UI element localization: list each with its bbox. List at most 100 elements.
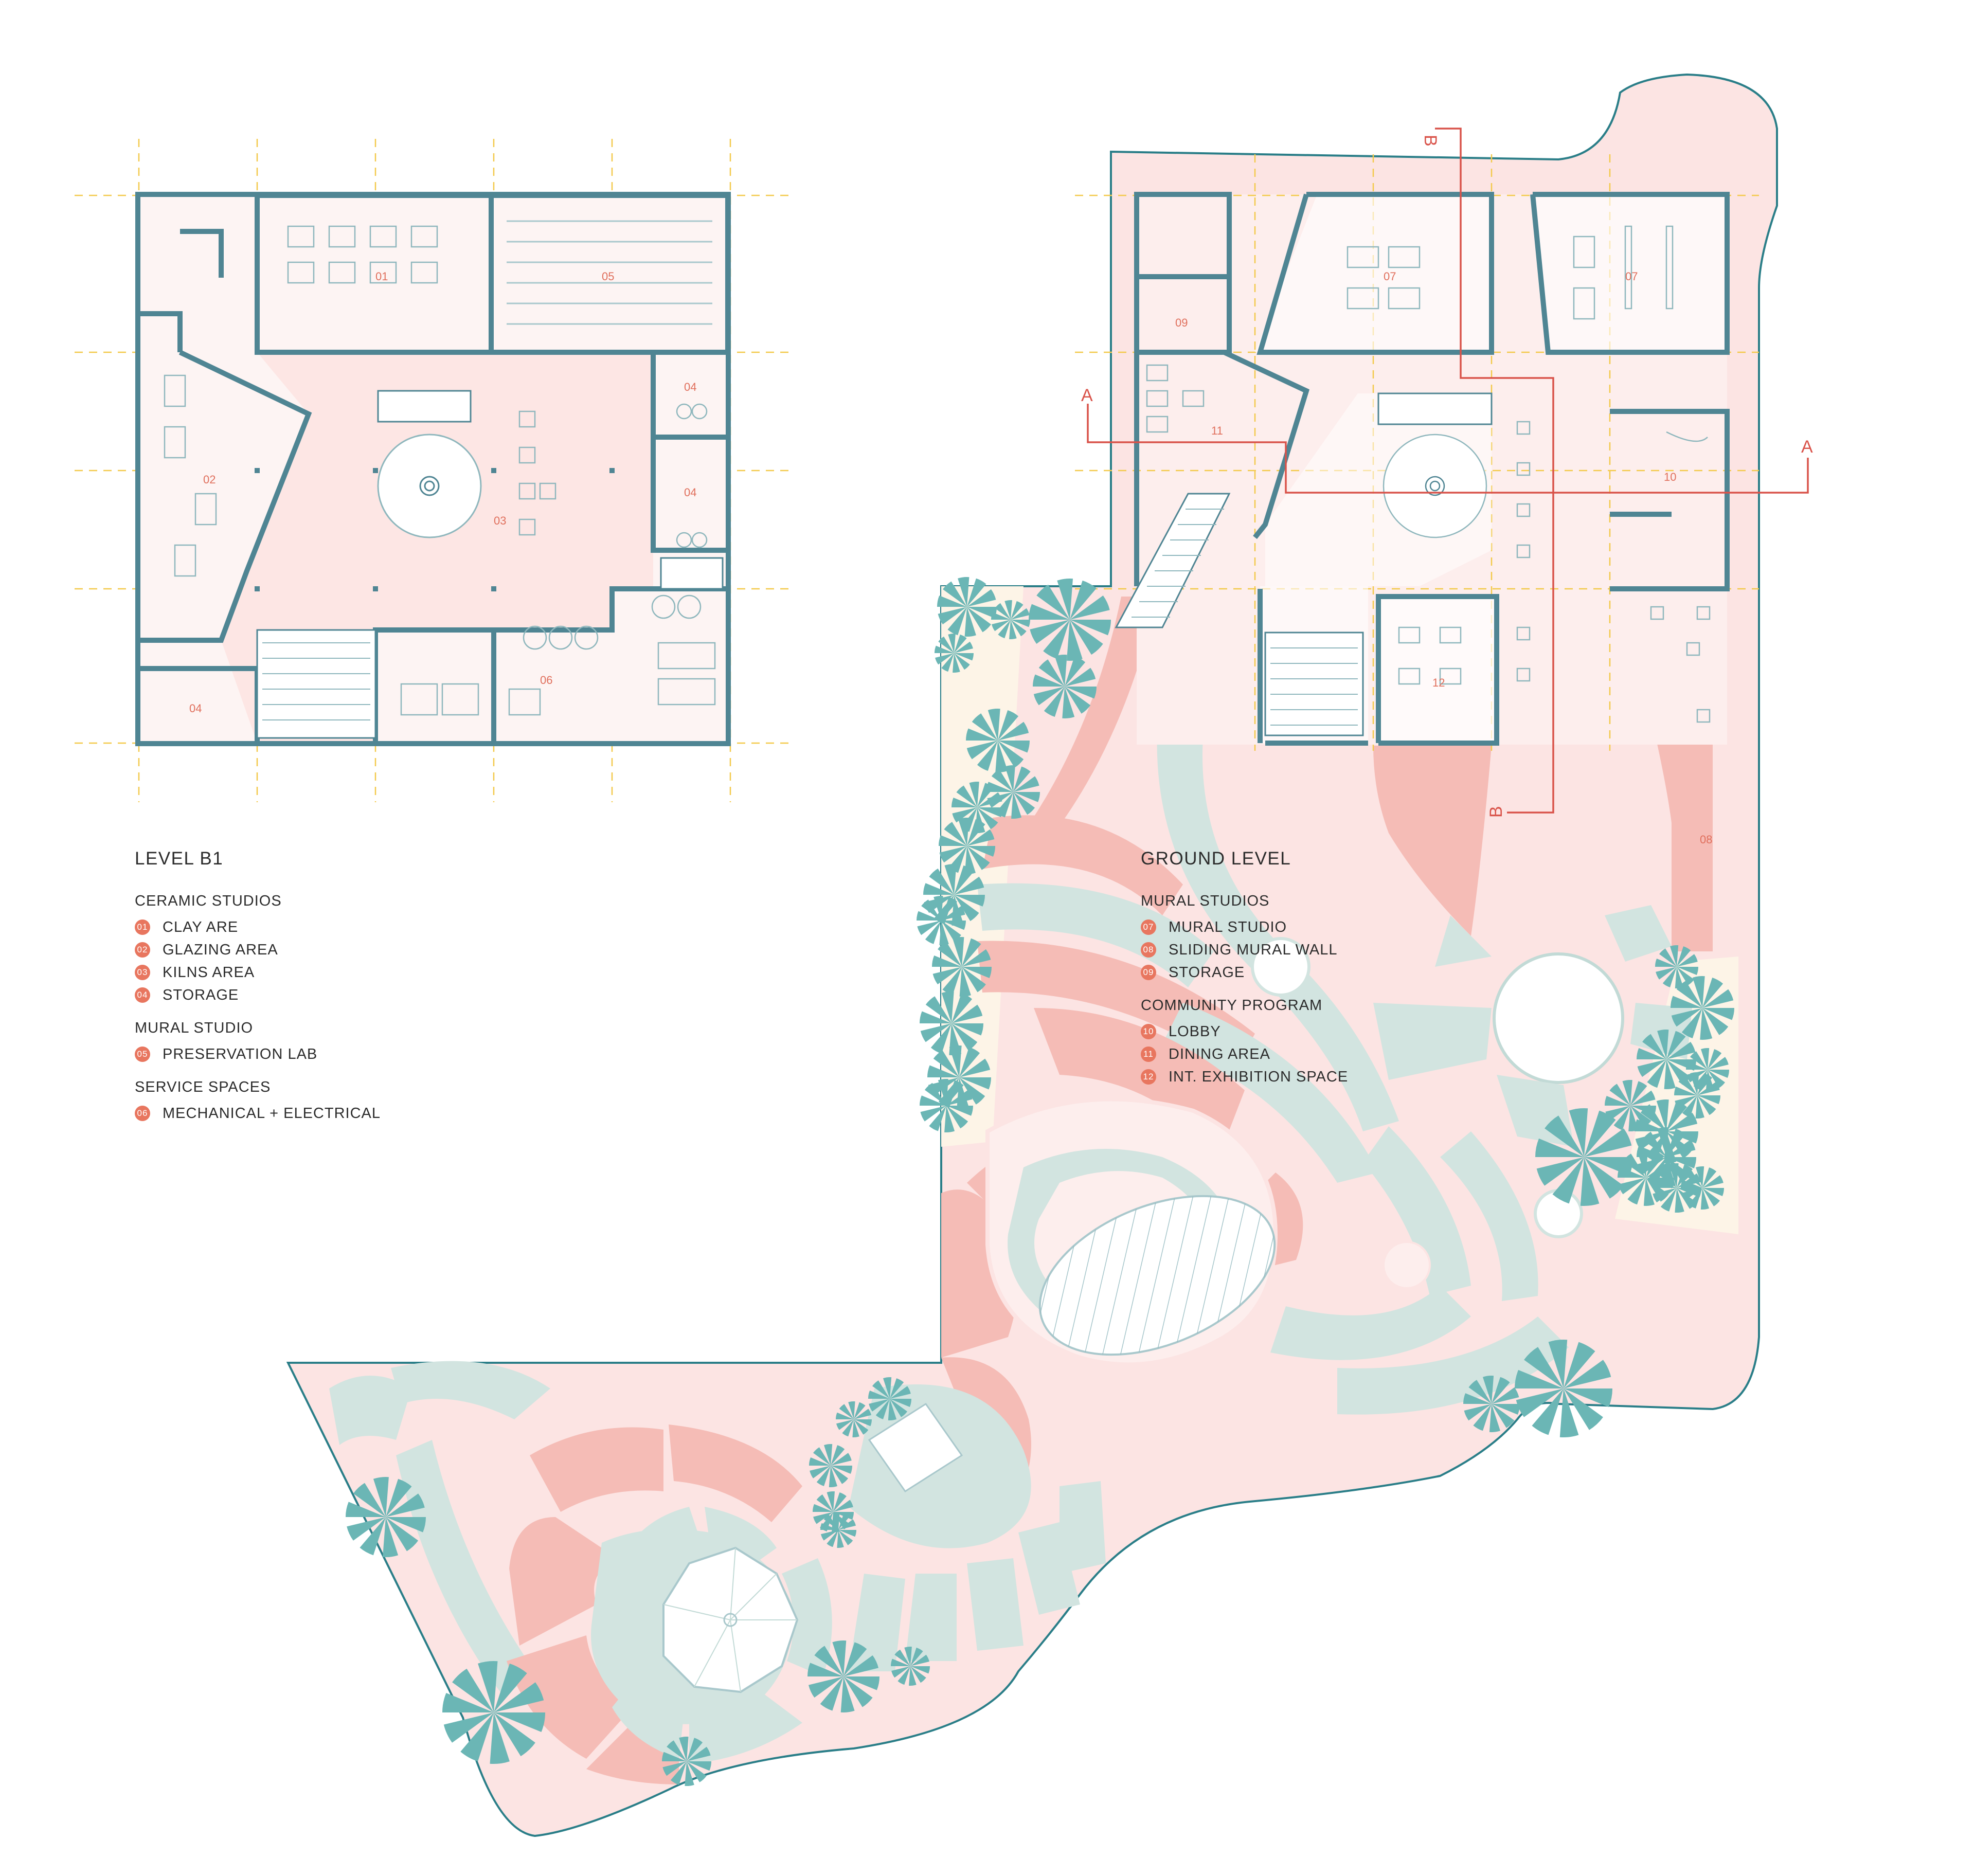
tree-leaf [1660, 1188, 1677, 1212]
tree-leaf [443, 1712, 494, 1743]
tree-leaf [816, 1494, 833, 1512]
tree-leaf [953, 937, 964, 967]
tree-leaf [360, 1517, 386, 1556]
tree-leaf [1708, 1057, 1729, 1070]
tree-leaf [1604, 1096, 1630, 1106]
legend-label: STORAGE [163, 986, 239, 1003]
tree-symbol [1636, 1127, 1696, 1187]
legend-group-title: CERAMIC STUDIOS [135, 893, 282, 909]
tree-leaf [490, 1712, 510, 1764]
tree-leaf [1642, 1034, 1666, 1059]
tree-leaf [843, 1676, 873, 1707]
tree-leaf [1666, 1101, 1687, 1131]
tree-leaf [917, 911, 941, 921]
tree-leaf [1038, 659, 1065, 687]
tree-leaf [920, 1023, 951, 1042]
tree-leaf [944, 1106, 955, 1133]
tree-leaf [836, 1412, 854, 1419]
legend-label: STORAGE [1169, 964, 1245, 981]
tree-leaf [854, 1409, 871, 1419]
legend-label: MURAL STUDIO [1169, 918, 1287, 935]
tree-leaf [854, 1419, 872, 1427]
tree-symbol [934, 634, 974, 673]
tree-leaf [820, 1523, 838, 1530]
tree-leaf [932, 967, 962, 985]
svg-text:03: 03 [494, 514, 506, 527]
tree-leaf [946, 1080, 964, 1106]
tree-leaf [852, 1419, 859, 1437]
tree-leaf [1677, 1188, 1697, 1209]
tree-leaf [383, 1517, 399, 1558]
tree-leaf [869, 1399, 890, 1412]
legend-group-title: COMMUNITY PROGRAM [1141, 997, 1323, 1014]
tree-leaf [951, 798, 977, 807]
tree-leaf [1674, 1086, 1697, 1095]
tree-leaf [1630, 1106, 1651, 1128]
tree-leaf [839, 1404, 854, 1419]
tree-leaf [820, 1676, 843, 1711]
tree-leaf [977, 807, 1003, 817]
tree-leaf [1655, 959, 1677, 967]
tree-leaf [824, 1444, 833, 1466]
tree-leaf [1559, 1388, 1579, 1437]
tree-leaf [910, 1654, 929, 1666]
legend-label: CLAY ARE [163, 918, 239, 935]
b1-stairs [256, 390, 724, 739]
tree-leaf [939, 921, 949, 946]
tree-leaf [1011, 601, 1024, 620]
tree-leaf [838, 1530, 853, 1545]
tree-symbol [442, 1661, 546, 1764]
tree-leaf [1489, 1404, 1500, 1432]
tree-symbol [1535, 1108, 1633, 1206]
tree-leaf [460, 1712, 494, 1762]
tree-leaf [345, 1502, 386, 1517]
tree-symbol [1671, 976, 1734, 1040]
tree-leaf [1584, 1157, 1624, 1199]
tree-leaf [962, 938, 981, 967]
tree-leaf [1700, 1008, 1713, 1040]
tree-leaf [967, 589, 996, 607]
svg-text:08: 08 [1700, 833, 1712, 846]
tree-leaf [890, 1658, 910, 1666]
number-badge: 12 [1141, 1069, 1156, 1085]
tree-leaf [986, 782, 1013, 792]
tree-leaf [925, 921, 941, 944]
tree-leaf [929, 868, 954, 895]
tree-leaf [942, 967, 962, 996]
tree-leaf [347, 1517, 386, 1541]
tree-leaf [840, 1676, 855, 1713]
tree-leaf [967, 578, 986, 607]
tree-leaf [868, 1391, 890, 1399]
tree-leaf [843, 1676, 880, 1690]
tree-leaf [442, 1693, 494, 1712]
number-badge: 05 [135, 1047, 150, 1062]
tree-leaf [494, 1712, 535, 1757]
tree-leaf [875, 1399, 890, 1419]
tree-leaf [959, 967, 971, 997]
tree-symbol [868, 1377, 912, 1421]
tree-leaf [1702, 978, 1723, 1008]
tree-leaf [494, 1663, 527, 1712]
tree-symbol [662, 1736, 711, 1787]
tree-leaf [998, 741, 1024, 768]
tree-leaf [998, 721, 1029, 741]
tree-leaf [816, 1466, 831, 1486]
tree-leaf [991, 612, 1011, 620]
tree-leaf [967, 829, 995, 846]
tree-leaf [956, 785, 977, 807]
tree-leaf [920, 1106, 946, 1122]
tree-symbol [809, 1444, 853, 1488]
tree-leaf [962, 967, 986, 993]
tree-leaf [1013, 776, 1039, 792]
tree-leaf [890, 1399, 912, 1407]
tree-leaf [1054, 655, 1067, 687]
tree-leaf [924, 1083, 946, 1106]
tree-leaf [854, 1419, 869, 1435]
tree-leaf [831, 1466, 853, 1474]
tree-leaf [938, 607, 967, 625]
tree-leaf [929, 1106, 946, 1131]
